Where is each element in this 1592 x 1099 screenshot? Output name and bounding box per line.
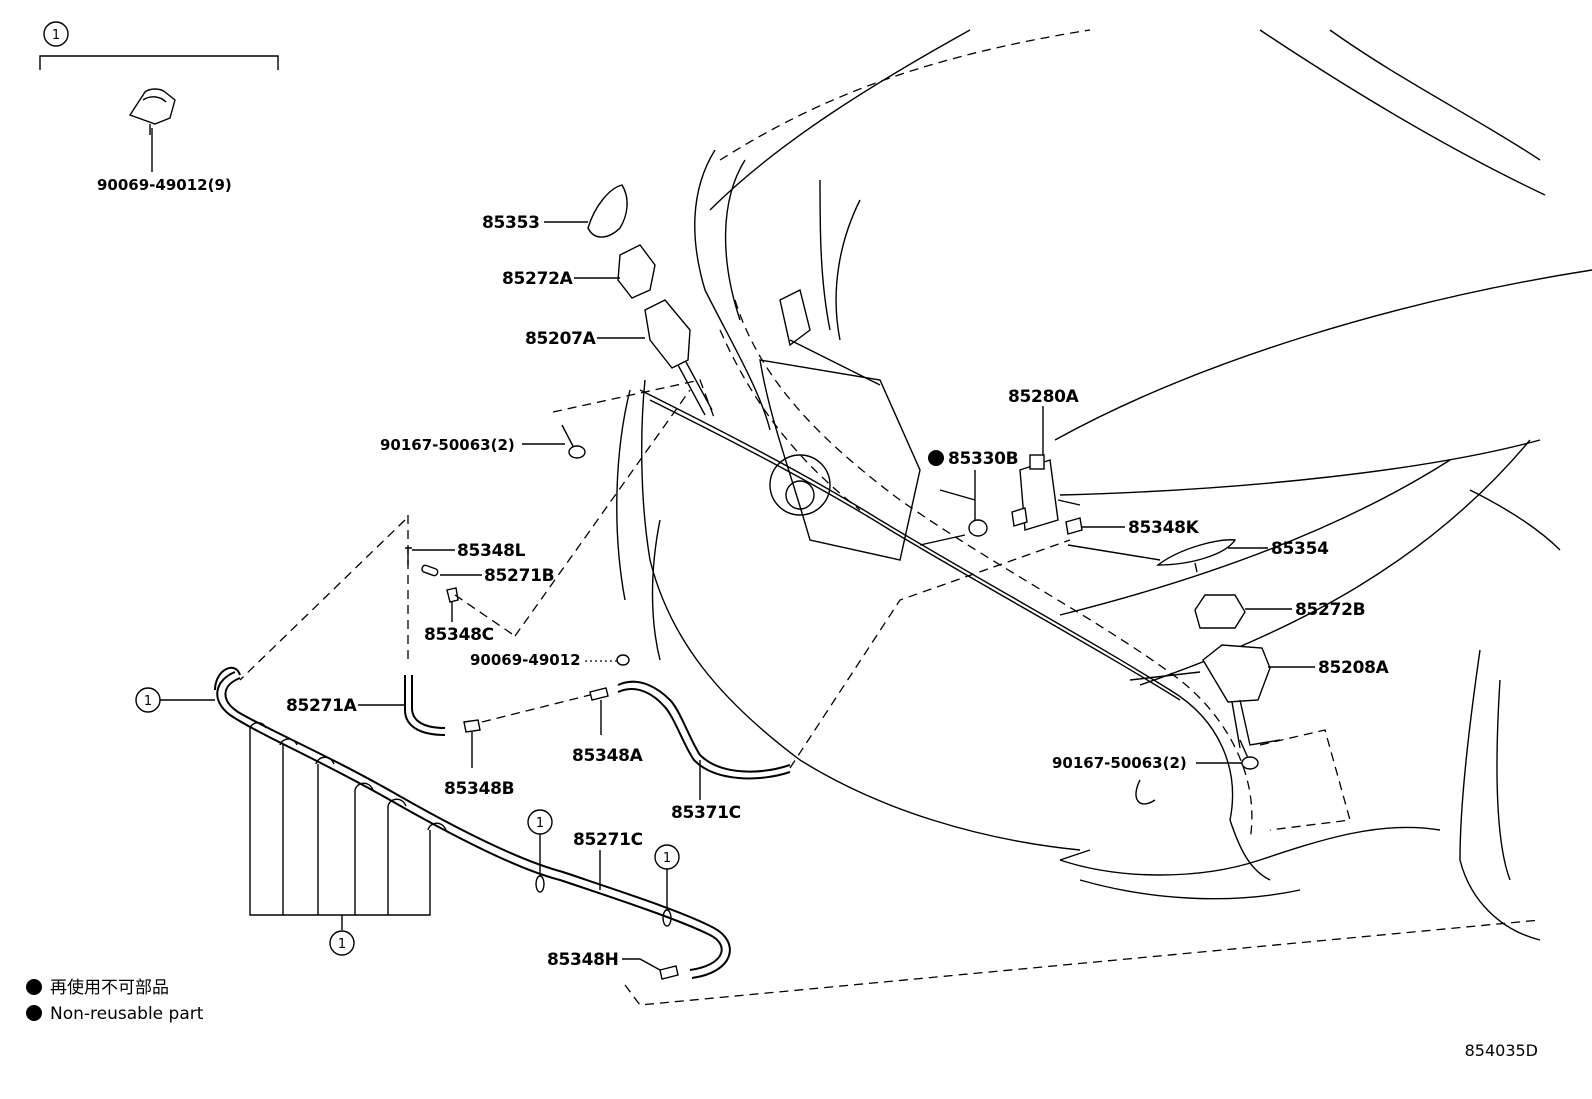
- marker-hook: 1: [144, 694, 152, 709]
- callout-85348K: 85348K: [1128, 518, 1200, 538]
- legend-dot-jp: [26, 979, 42, 995]
- group-marker-number: 1: [52, 28, 60, 43]
- callout-85371C: 85371C: [671, 803, 741, 823]
- grommet-icon: [968, 519, 988, 537]
- callout-85271A: 85271A: [286, 696, 358, 716]
- marker-rack: 1: [338, 937, 346, 952]
- marker-clamp-a: 1: [536, 816, 544, 831]
- nozzle-cap-icon: [617, 244, 656, 299]
- clip-small-icon: [616, 654, 630, 666]
- callout-85207A: 85207A: [525, 329, 597, 349]
- group-key: 1 90069-49012(9): [39, 21, 279, 194]
- vehicle-body-outline: [616, 29, 1592, 941]
- callout-85271B: 85271B: [484, 566, 554, 586]
- hose-short-icon: [421, 564, 439, 577]
- washer-nozzle-b-icon: [1202, 644, 1281, 749]
- hose-85271C-assembly: 1 1 1 1 85271C 85348H: [135, 666, 1541, 1006]
- legend-text-jp: 再使用不可部品: [50, 977, 169, 998]
- legend-dot-en: [26, 1005, 42, 1021]
- callout-85272B: 85272B: [1295, 600, 1365, 620]
- group-marker-icon: [43, 21, 69, 47]
- joint-c-icon: [446, 587, 459, 603]
- callout-90167-50063-left: 90167-50063(2): [380, 436, 515, 454]
- left-parts: 85353 85272A 85207A 90167-50063(2) 85348…: [239, 184, 1071, 823]
- marker-clamp-b: 1: [663, 851, 671, 866]
- diagram-code: 854035D: [1465, 1041, 1538, 1060]
- callout-90069-49012-group: 90069-49012(9): [97, 176, 232, 194]
- callout-85272A: 85272A: [502, 269, 574, 289]
- joint-k-icon: [1065, 517, 1083, 535]
- washer-nozzle-icon: [644, 299, 713, 416]
- hose-85271C: [216, 671, 723, 971]
- joint-b-icon: [463, 719, 481, 733]
- hose-85271A: [404, 675, 446, 736]
- callout-85348A: 85348A: [572, 746, 644, 766]
- callout-85348L: 85348L: [457, 541, 526, 561]
- legend: 再使用不可部品 Non-reusable part: [26, 977, 204, 1024]
- nozzle-cap-b-icon: [1194, 594, 1246, 629]
- washer-cover-icon: [587, 184, 628, 238]
- washer-pump-icon: [1011, 454, 1081, 531]
- clip-icon: [128, 88, 176, 135]
- legend-text-en: Non-reusable part: [50, 1004, 204, 1024]
- callout-85280A: 85280A: [1008, 387, 1080, 407]
- joint-h-icon: [659, 965, 679, 980]
- bolt-icon-left: [561, 424, 586, 459]
- callout-90167-50063-right: 90167-50063(2): [1052, 754, 1187, 772]
- callout-90069-49012: 90069-49012: [470, 651, 581, 669]
- nozzle-cover-icon: [1155, 539, 1237, 566]
- joint-a-icon: [589, 687, 609, 701]
- callout-85348C: 85348C: [424, 625, 494, 645]
- callout-85330B: 85330B: [948, 449, 1018, 469]
- callout-85348H: 85348H: [547, 950, 619, 970]
- callout-85348B: 85348B: [444, 779, 514, 799]
- right-parts: 85280A 85330B 85348K 85354 85272B 85208A: [919, 387, 1390, 831]
- hose-85371C: [617, 680, 791, 773]
- callout-85208A: 85208A: [1318, 658, 1390, 678]
- non-reusable-dot: [928, 450, 944, 466]
- callout-85271C: 85271C: [573, 830, 643, 850]
- callout-85353: 85353: [482, 213, 540, 233]
- callout-85354: 85354: [1271, 539, 1329, 559]
